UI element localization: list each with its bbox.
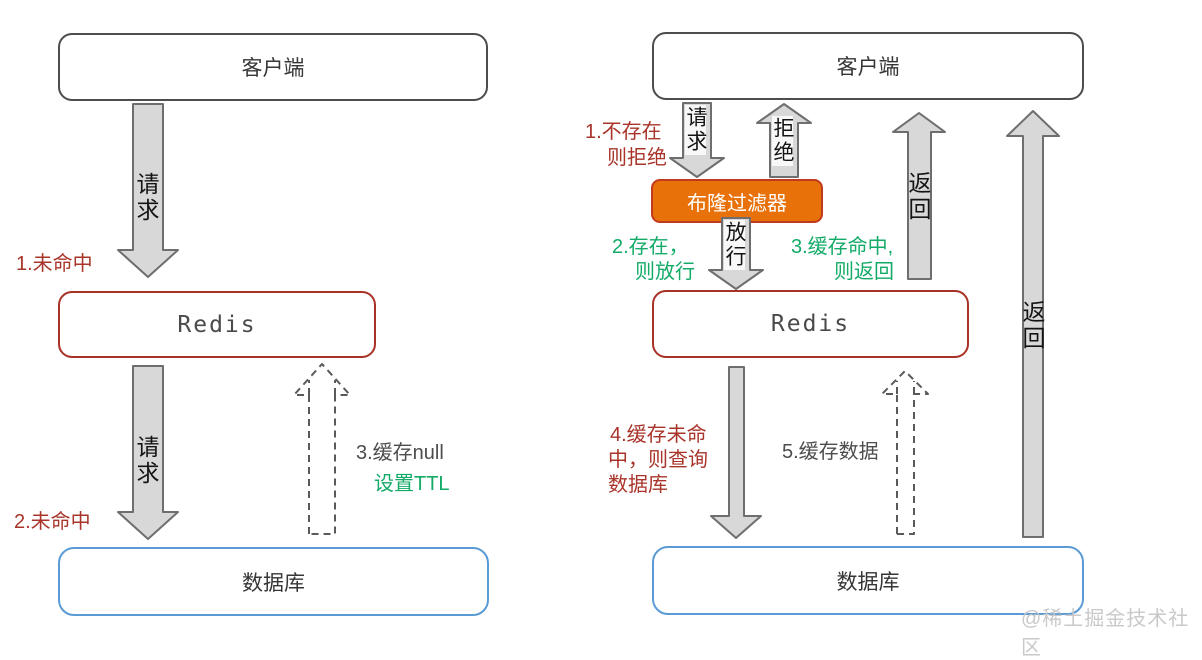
client-box-right-label: 客户端 (836, 56, 900, 79)
redis-box-right-label: Redis (770, 311, 851, 337)
return-arrow-mid-label: 返回 (905, 171, 931, 223)
bloom-filter-box: 布隆过滤器 (651, 179, 823, 223)
client-box-right: 客户端 (652, 32, 1084, 100)
request-arrow-client-to-redis-left (117, 103, 179, 278)
reject-arrow-label: 拒绝 (771, 116, 794, 166)
return-arrow-db-to-client (1006, 110, 1060, 538)
step1-not-exist-label-line2: 则拒绝 (607, 147, 667, 169)
database-box-left-label: 数据库 (242, 571, 305, 595)
cache-null-dashed-arrow-left (293, 363, 351, 535)
request-arrow-redis-to-db-left (117, 365, 179, 540)
step3-cache-hit-label-line1: 3.缓存命中, (791, 236, 894, 258)
step4-cache-miss-label-line2: 中，则查询 (608, 449, 708, 471)
request-arrow-label-2-left: 请求 (133, 435, 159, 487)
bloom-filter-label: 布隆过滤器 (687, 192, 787, 215)
return-arrow-right-label: 返回 (1019, 300, 1045, 352)
return-arrow-redis-to-client (892, 112, 946, 280)
step1-not-exist-label-line1: 1.不存在 (585, 121, 662, 143)
pass-arrow-label: 放行 (723, 220, 746, 270)
request-arrow-label-1-left: 请求 (133, 172, 159, 224)
client-box-left: 客户端 (58, 33, 488, 101)
step5-cache-data-label: 5.缓存数据 (782, 441, 879, 463)
cache-data-dashed-arrow-db-to-redis (881, 370, 929, 535)
redis-box-left: Redis (58, 291, 376, 358)
step3-cache-hit-label-line2: 则返回 (834, 261, 894, 283)
redis-box-right: Redis (652, 290, 969, 358)
redis-box-left-label: Redis (177, 311, 257, 338)
database-box-right: 数据库 (652, 546, 1084, 615)
step1-miss-label-left: 1.未命中 (16, 253, 93, 275)
step4-cache-miss-label-line3: 数据库 (608, 474, 668, 496)
query-arrow-redis-to-db (710, 366, 762, 539)
request-arrow-label-right: 请求 (684, 105, 707, 155)
database-box-right-label: 数据库 (836, 570, 900, 594)
step3-cache-null-label-left: 3.缓存null (356, 442, 444, 464)
watermark: @稀土掘金技术社区 (1021, 608, 1190, 659)
cache-penetration-diagram: 客户端 请求 1.未命中 Redis 请求 2.未命中 3.缓存null 设置T… (14, 32, 1188, 659)
step2-miss-label-left: 2.未命中 (14, 511, 91, 533)
database-box-left: 数据库 (58, 547, 489, 616)
step2-exist-label-line1: 2.存在， (612, 236, 689, 258)
step2-exist-label-line2: 则放行 (635, 261, 695, 283)
step4-cache-miss-label-line1: 4.缓存未命 (610, 424, 707, 446)
step3-set-ttl-label-left: 设置TTL (374, 473, 450, 495)
client-box-left-label: 客户端 (241, 57, 305, 80)
